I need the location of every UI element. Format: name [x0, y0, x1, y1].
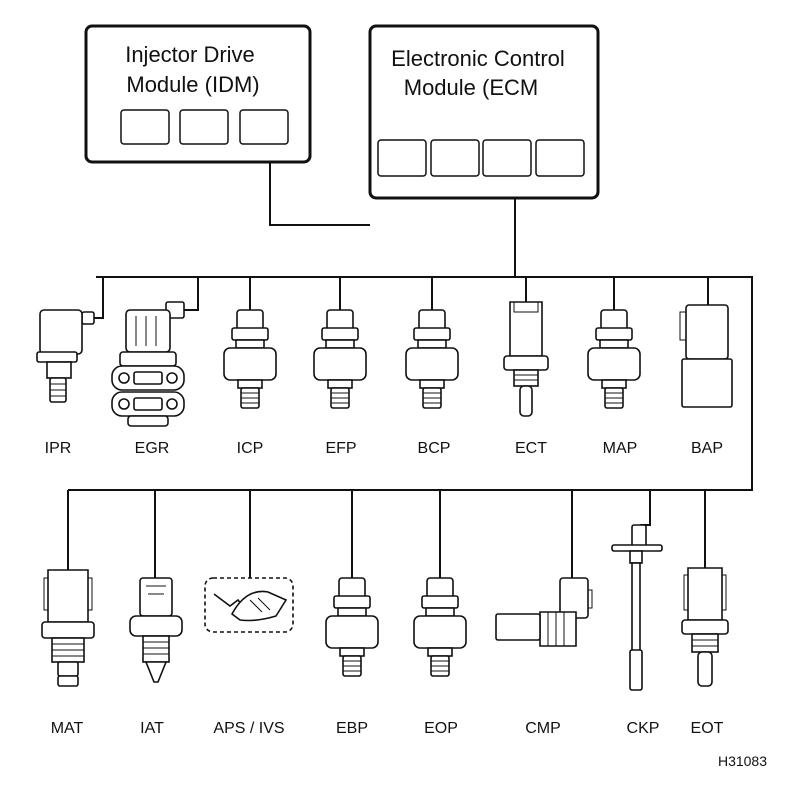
- ect-sensor-illustration: [503, 301, 549, 417]
- ecm-connector-1: [377, 139, 427, 177]
- ecm-connector-3: [482, 139, 532, 177]
- ecm-title-line1: Electronic Control: [391, 46, 565, 71]
- map-sensor-illustration: [587, 309, 641, 409]
- iat-label: IAT: [140, 720, 164, 737]
- figure-id: H31083: [718, 753, 767, 769]
- ipr-label: IPR: [45, 440, 72, 457]
- idm-connector-2: [179, 109, 229, 145]
- ecm-module: Electronic Control Module (ECM: [368, 24, 600, 200]
- idm-connector-3: [239, 109, 289, 145]
- idm-module: Injector Drive Module (IDM): [84, 24, 312, 164]
- idm-title-line2: Module (IDM): [126, 72, 259, 97]
- eop-sensor-illustration: [413, 577, 467, 677]
- cmp-sensor-illustration: [495, 577, 593, 647]
- idm-title-line1: Injector Drive: [125, 42, 255, 67]
- ckp-label: CKP: [627, 720, 660, 737]
- ebp-sensor-illustration: [325, 577, 379, 677]
- iat-sensor-illustration: [129, 577, 183, 683]
- bap-label: BAP: [691, 440, 723, 457]
- efp-label: EFP: [325, 440, 356, 457]
- eop-label: EOP: [424, 720, 458, 737]
- ecm-connector-2: [430, 139, 480, 177]
- egr-valve-illustration: [111, 301, 185, 427]
- row1-labels: IPR EGR ICP EFP BCP ECT MAP BAP: [45, 440, 723, 457]
- icp-label: ICP: [237, 440, 264, 457]
- ect-label: ECT: [515, 440, 547, 457]
- icp-sensor-illustration: [223, 309, 277, 409]
- idm-connector-1: [120, 109, 170, 145]
- row2-labels: MAT IAT APS / IVS EBP EOP CMP CKP EOT: [51, 720, 724, 737]
- ecm-connector-4: [535, 139, 585, 177]
- cmp-label: CMP: [525, 720, 561, 737]
- aps-ivs-pedal-illustration: [204, 577, 294, 633]
- ckp-sensor-illustration: [611, 524, 663, 691]
- ipr-valve-illustration: [36, 309, 95, 403]
- mat-sensor-illustration: [41, 569, 95, 687]
- mat-label: MAT: [51, 720, 84, 737]
- eot-sensor-illustration: [681, 567, 729, 687]
- ecm-title-line2: Module (ECM: [404, 75, 538, 100]
- map-label: MAP: [603, 440, 638, 457]
- aps-ivs-label: APS / IVS: [213, 720, 284, 737]
- egr-label: EGR: [135, 440, 170, 457]
- eot-label: EOT: [691, 720, 724, 737]
- efp-sensor-illustration: [313, 309, 367, 409]
- wiring: [67, 162, 753, 578]
- bap-sensor-illustration: [679, 304, 733, 408]
- bcp-label: BCP: [418, 440, 451, 457]
- ebp-label: EBP: [336, 720, 368, 737]
- bcp-sensor-illustration: [405, 309, 459, 409]
